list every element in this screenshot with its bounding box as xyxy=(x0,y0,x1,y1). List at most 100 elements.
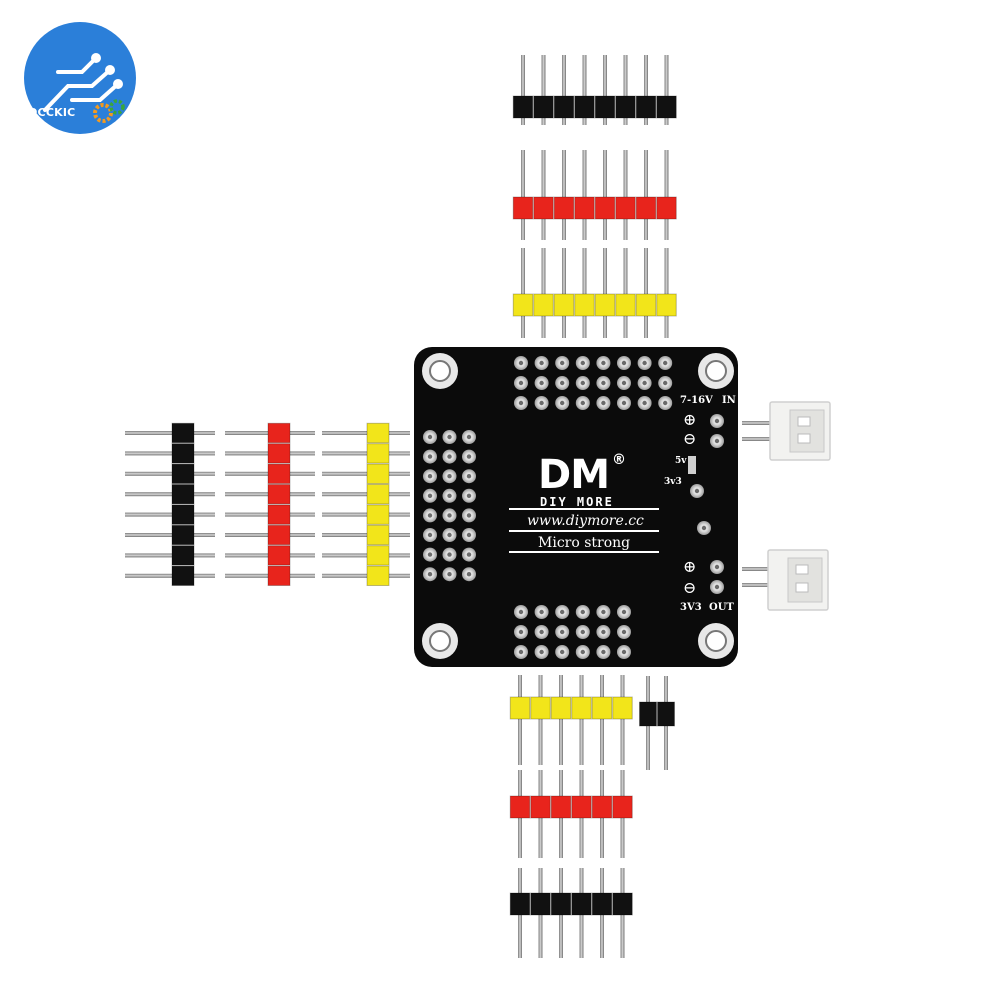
pad-hole xyxy=(580,629,585,635)
header-block xyxy=(574,293,595,317)
header-block xyxy=(591,892,613,916)
header-block xyxy=(267,422,291,444)
pad-hole xyxy=(560,649,565,655)
pad-hole xyxy=(539,360,544,366)
output-minus-icon: ⊖ xyxy=(683,578,697,597)
header-pin xyxy=(518,675,522,765)
board-logo: DM® xyxy=(538,452,626,498)
pad-hole xyxy=(580,649,585,655)
connector-pin xyxy=(742,583,772,587)
pad-hole xyxy=(580,380,585,386)
circuit-node-icon xyxy=(113,79,123,89)
header-block xyxy=(171,545,195,566)
silkscreen-line xyxy=(509,551,659,553)
pad-hole xyxy=(427,434,433,440)
header-block xyxy=(615,95,636,119)
header-block xyxy=(533,293,554,317)
header-block xyxy=(171,463,195,485)
connector-contact xyxy=(797,433,811,444)
header-block xyxy=(615,293,636,317)
pad-hole xyxy=(621,649,627,655)
header-block xyxy=(591,696,613,720)
header-block xyxy=(594,196,616,220)
header-block xyxy=(656,293,677,317)
header-block xyxy=(594,293,616,317)
pad-hole xyxy=(601,629,606,635)
header-block xyxy=(366,565,390,586)
jst-connector-input xyxy=(742,401,831,461)
pad-hole xyxy=(427,532,433,538)
header-pin xyxy=(541,248,546,338)
header-block xyxy=(366,545,390,566)
mounting-hole xyxy=(429,360,451,382)
header-block xyxy=(571,795,592,819)
header-block xyxy=(267,484,291,505)
occkic-watermark-logo xyxy=(24,22,136,134)
header-block xyxy=(615,196,636,220)
pad-hole xyxy=(714,438,720,444)
header-pin xyxy=(644,248,648,338)
header-pin xyxy=(562,248,566,338)
header-block xyxy=(591,795,613,819)
header-block xyxy=(171,443,195,464)
board-slogan: Micro strong xyxy=(538,535,631,551)
pad-hole xyxy=(466,493,472,498)
header-block xyxy=(635,196,657,220)
header-block xyxy=(171,524,195,546)
input-minus-icon: ⊖ xyxy=(683,429,697,448)
header-pin xyxy=(579,675,584,765)
jst-connector-output xyxy=(742,549,829,611)
jumper-3v3-label: 3v3 xyxy=(664,477,682,487)
pad-hole xyxy=(663,360,668,366)
pad-hole xyxy=(580,400,585,406)
header-block xyxy=(656,95,677,119)
pad-hole xyxy=(518,649,524,655)
pin-headers xyxy=(125,55,677,958)
header-block xyxy=(509,892,531,916)
header-block xyxy=(267,524,291,546)
gear-icon-orange xyxy=(93,103,113,123)
header-block xyxy=(366,443,390,464)
header-pin xyxy=(603,55,607,125)
header-pin xyxy=(538,675,543,765)
header-block xyxy=(612,795,633,819)
input-range-label: 7-16V xyxy=(680,395,713,406)
pad-hole xyxy=(601,609,606,615)
output-label: 3V3 xyxy=(680,602,702,613)
pad-hole xyxy=(447,474,452,479)
header-block xyxy=(550,795,572,819)
pad-hole xyxy=(447,552,452,557)
pad-hole xyxy=(621,380,627,386)
header-block xyxy=(574,95,595,119)
header-block xyxy=(574,196,595,220)
pad-hole xyxy=(447,513,452,518)
header-pin xyxy=(521,55,525,125)
pad-hole xyxy=(466,474,472,479)
header-pin xyxy=(664,55,669,125)
mounting-hole xyxy=(429,630,451,652)
header-pin xyxy=(541,55,546,125)
header-pin xyxy=(541,150,546,240)
connector-contact xyxy=(795,564,809,575)
mounting-hole xyxy=(705,360,727,382)
pad-hole xyxy=(518,380,524,386)
pad-hole xyxy=(580,360,585,366)
connector-pin xyxy=(742,437,772,441)
header-block xyxy=(267,504,291,525)
header-block xyxy=(533,196,554,220)
jumper-pad xyxy=(688,456,696,474)
header-pin xyxy=(322,512,410,517)
header-pin xyxy=(521,248,525,338)
header-block xyxy=(171,565,195,586)
gear-icon-green xyxy=(109,99,125,115)
pad-hole xyxy=(714,564,720,570)
pad-hole xyxy=(427,493,433,498)
pad-hole xyxy=(663,380,668,386)
header-block xyxy=(512,196,534,220)
header-block xyxy=(512,293,534,317)
pad-hole xyxy=(560,609,565,615)
header-pin xyxy=(664,150,669,240)
circuit-node-icon xyxy=(105,65,115,75)
pad-hole xyxy=(427,474,433,479)
